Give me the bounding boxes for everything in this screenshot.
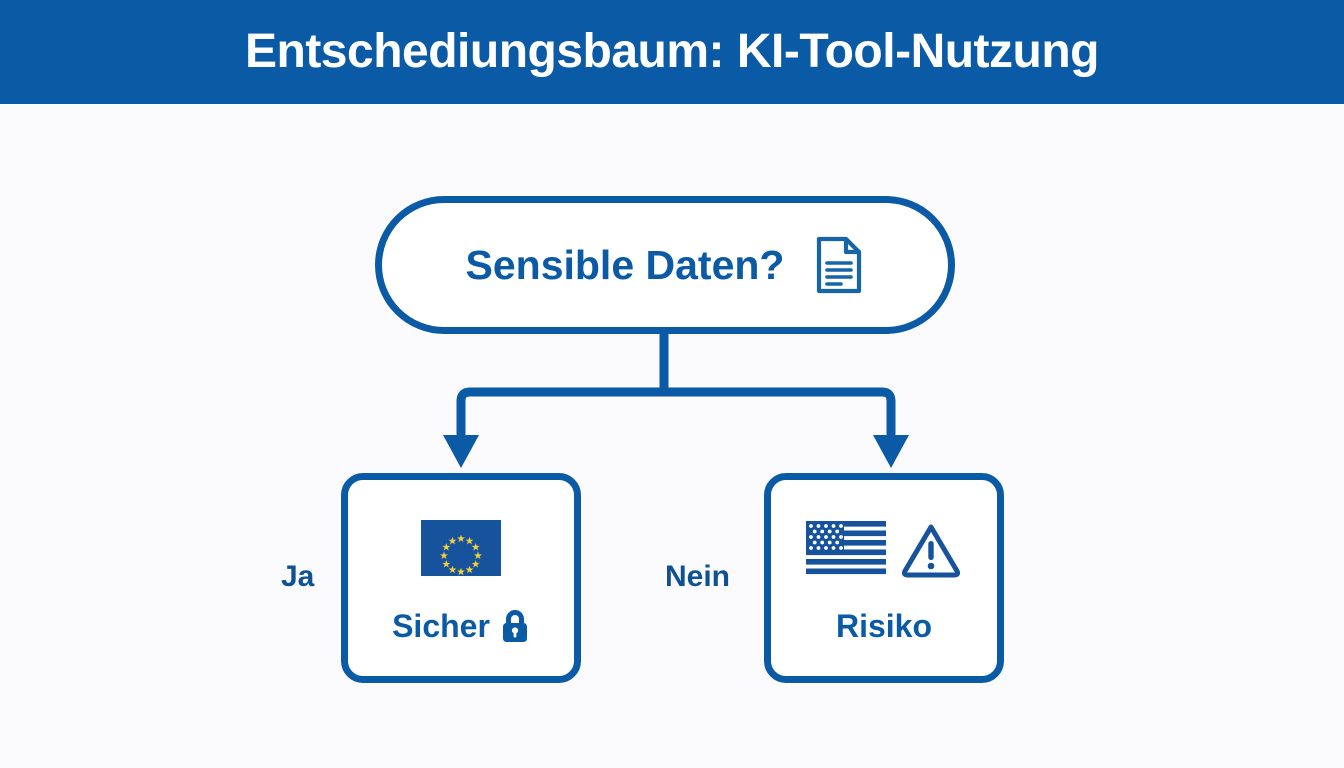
branch-label-yes: Ja	[281, 560, 315, 593]
outcome-safe-caption: Sicher	[392, 608, 530, 644]
arrowhead-left-icon	[443, 435, 479, 468]
outcome-risk-icons	[806, 514, 962, 586]
root-node-sensitive-data[interactable]: Sensible Daten?	[375, 196, 955, 334]
branch-label-no: Nein	[665, 560, 731, 593]
arrowhead-right-icon	[873, 435, 909, 468]
header-banner: Entschediungsbaum: KI-Tool-Nutzung	[0, 0, 1344, 104]
outcome-safe-label: Sicher	[392, 608, 490, 644]
us-flag-icon	[806, 521, 886, 575]
eu-flag-icon	[421, 520, 501, 576]
page-title: Entschediungsbaum: KI-Tool-Nutzung	[244, 25, 1100, 78]
decision-tree-diagram: Sensible Daten?	[0, 104, 1344, 768]
outcome-node-safe[interactable]: Sicher	[341, 473, 581, 683]
lock-icon	[502, 610, 527, 642]
outcome-risk-caption: Risiko	[836, 610, 932, 642]
outcome-safe-icons	[421, 512, 501, 584]
warning-triangle-icon	[901, 524, 961, 578]
outcome-node-risk[interactable]: Risiko	[764, 473, 1004, 683]
connector-left-branch	[456, 387, 669, 439]
document-icon	[817, 236, 862, 294]
root-node-label: Sensible Daten?	[465, 241, 785, 288]
outcome-risk-label: Risiko	[835, 608, 933, 644]
connector-right-branch	[659, 387, 896, 439]
